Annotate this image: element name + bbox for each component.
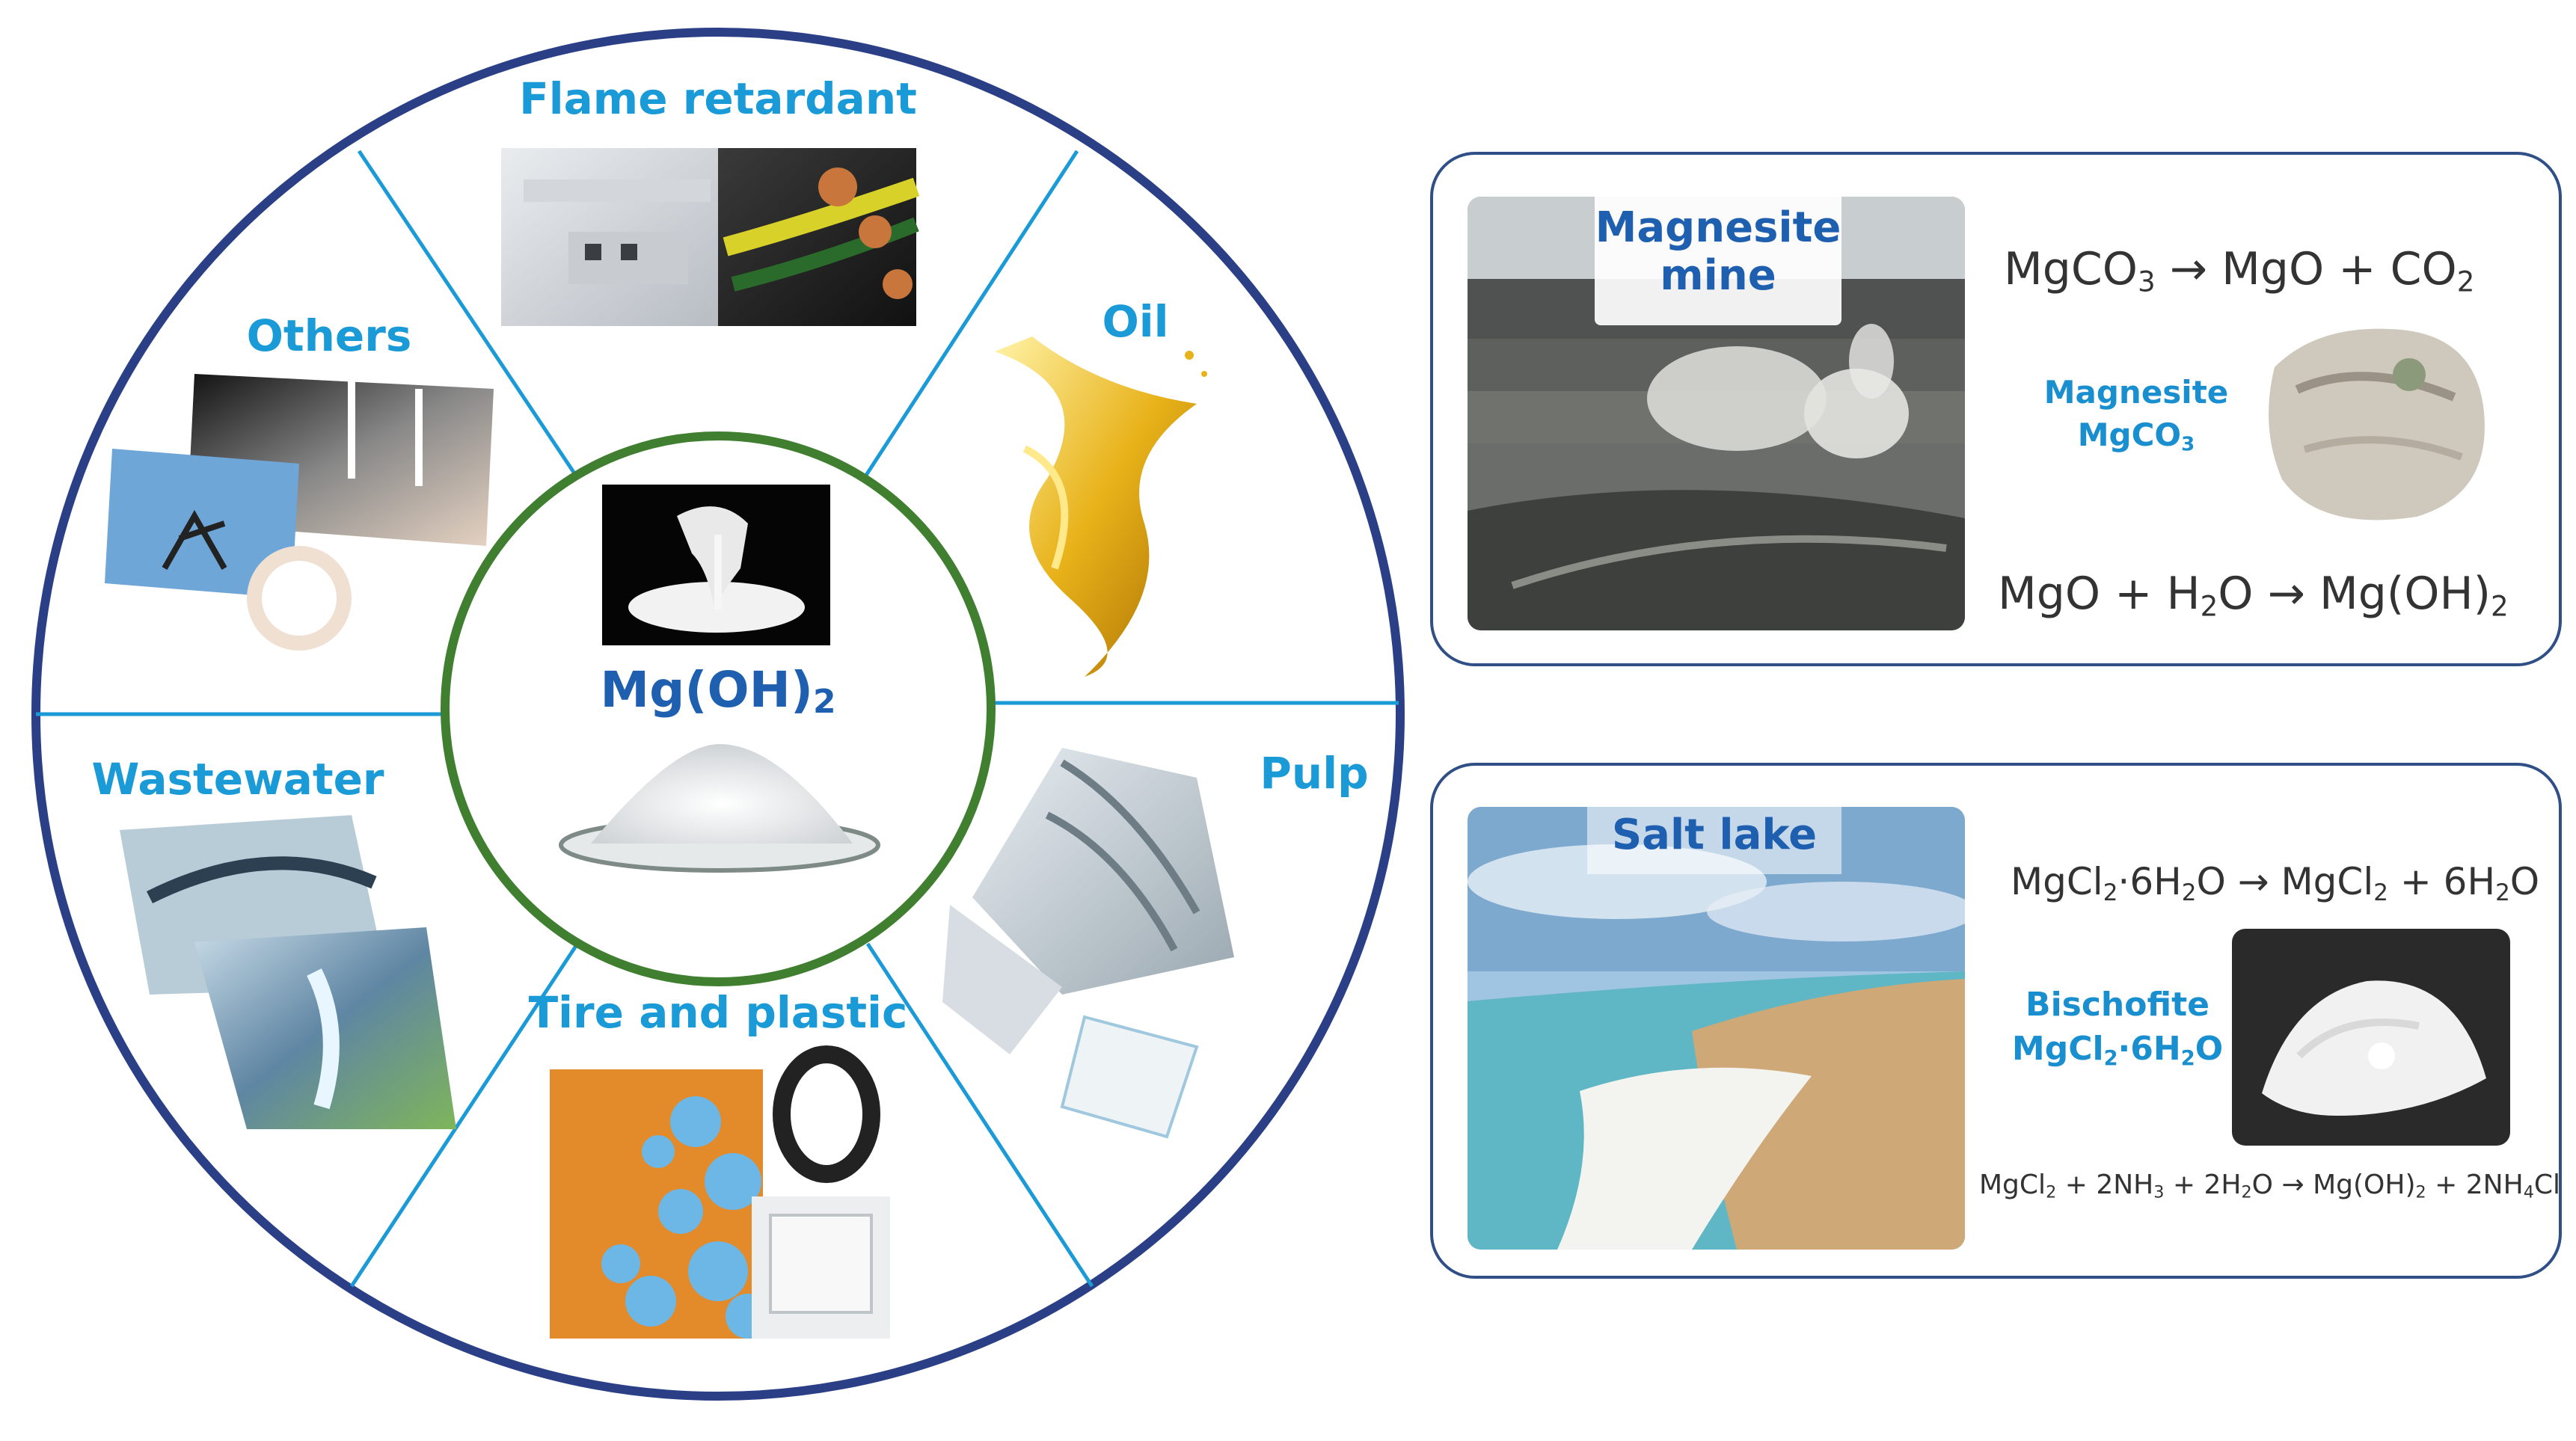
applications-wheel bbox=[31, 28, 1405, 1401]
segment-dividers bbox=[36, 150, 1399, 1288]
photo-tire-and-plastic bbox=[550, 1045, 890, 1339]
segment-label-pulp: Pulp bbox=[1260, 748, 1369, 799]
magnesite-equation-hydration: MgO + H2O → Mg(OH)2 bbox=[1998, 568, 2509, 623]
magnesite-rock-photo bbox=[2252, 307, 2499, 532]
segment-label-tire-and-plastic: Tire and plastic bbox=[528, 987, 908, 1038]
salt-lake-equation-dehydration: MgCl2·6H2O → MgCl2 + 6H2O bbox=[2011, 860, 2540, 906]
magnesite-mine-title: Magnesite mine bbox=[1595, 197, 1841, 325]
segment-label-oil: Oil bbox=[1102, 296, 1169, 347]
photo-wastewater bbox=[120, 815, 456, 1129]
magnesite-mine-photo: Magnesite mine bbox=[1468, 197, 1965, 630]
photo-flame-retardant bbox=[501, 148, 920, 326]
salt-lake-title: Salt lake bbox=[1587, 807, 1841, 874]
salt-lake-photo: Salt lake bbox=[1468, 807, 1965, 1250]
center-label: Mg(OH)2 bbox=[600, 661, 836, 721]
segment-label-wastewater: Wastewater bbox=[91, 754, 384, 805]
salt-lake-panel: Salt lake MgCl2·6H2O → MgCl2 + 6H2O Bisc… bbox=[1430, 763, 2562, 1279]
segment-label-flame-retardant: Flame retardant bbox=[519, 73, 917, 124]
bischofite-mineral-label: Bischofite MgCl2·6H2O bbox=[2011, 986, 2224, 1071]
magnesite-mineral-label: Magnesite MgCO3 bbox=[2043, 374, 2229, 456]
salt-lake-equation-precipitation: MgCl2 + 2NH3 + 2H2O → Mg(OH)2 + 2NH4Cl bbox=[1979, 1170, 2561, 1202]
magnesite-equation-decomposition: MgCO3 → MgO + CO2 bbox=[2004, 243, 2475, 298]
photo-others bbox=[105, 374, 494, 651]
center-photo-powder bbox=[557, 724, 880, 877]
center-photo-pouring bbox=[602, 485, 830, 645]
segment-label-others: Others bbox=[246, 310, 412, 361]
bischofite-photo bbox=[2232, 929, 2510, 1146]
photo-pulp bbox=[942, 748, 1234, 1139]
photo-oil bbox=[995, 337, 1207, 677]
magnesite-panel: Magnesite mine MgCO3 → MgO + CO2 Magnesi… bbox=[1430, 152, 2562, 666]
